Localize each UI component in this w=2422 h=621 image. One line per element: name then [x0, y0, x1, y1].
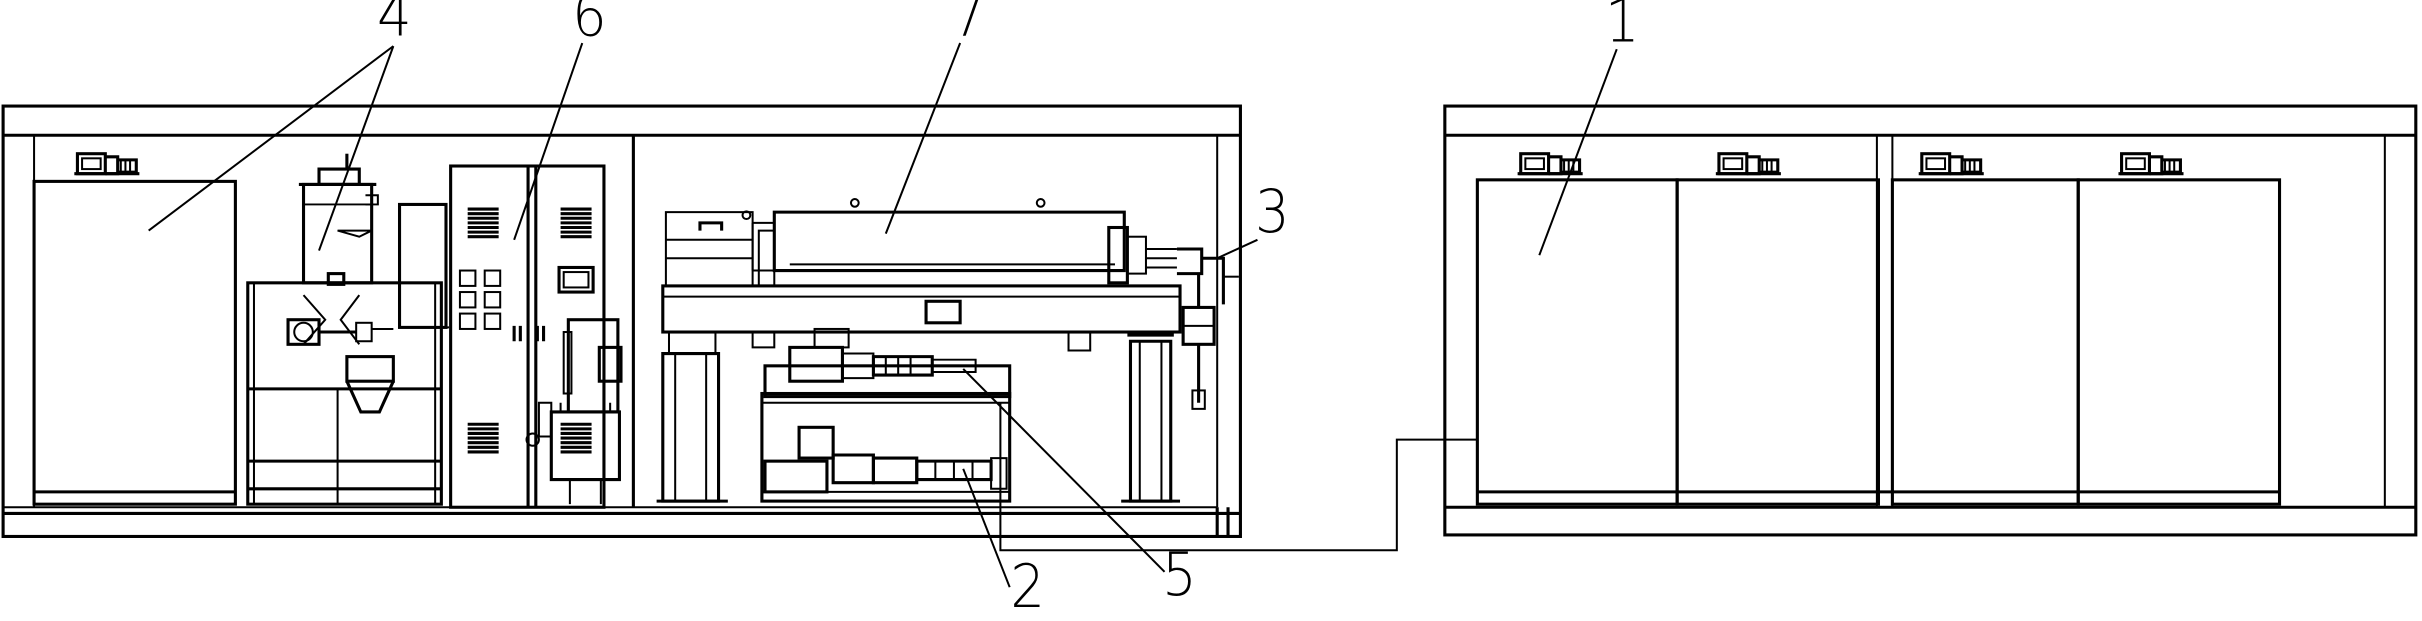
sludge-pump-2 [760, 391, 1478, 552]
label-2: 2 [1010, 553, 1045, 621]
storage-tanks-right [1475, 152, 2282, 506]
right-container [1443, 104, 2418, 537]
left-container [1, 104, 1242, 538]
dosing-mixing-unit [246, 153, 450, 506]
label-3: 3 [1255, 178, 1290, 247]
decanter-centrifuge [656, 198, 1204, 503]
control-cabinet [449, 164, 606, 509]
hydraulic-station [525, 318, 623, 505]
label-1: 1 [1605, 0, 1640, 56]
label-4: 4 [377, 0, 412, 50]
label-5: 5 [1162, 540, 1197, 609]
part-labels: 4 6 7 1 3 5 2 [377, 0, 1640, 621]
leader-lines [148, 42, 1618, 588]
valve-3 [1181, 256, 1239, 410]
storage-cabinet-left [32, 152, 237, 506]
label-6: 6 [572, 0, 607, 50]
feed-pump-5 [763, 327, 1012, 399]
label-7: 7 [952, 0, 987, 50]
